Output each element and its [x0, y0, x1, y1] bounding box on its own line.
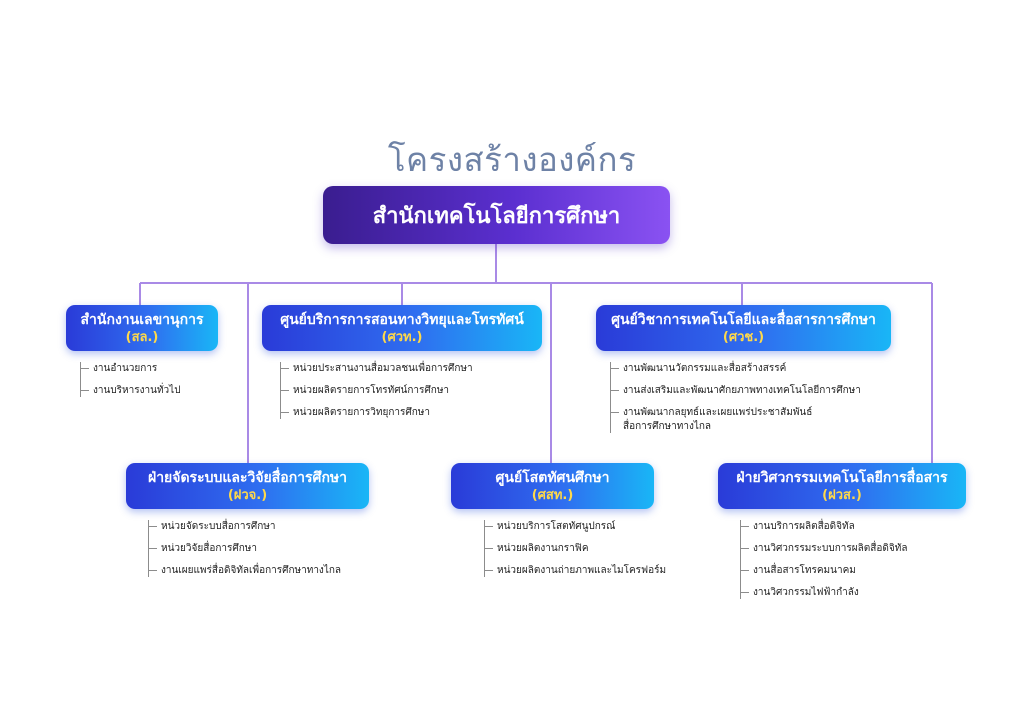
- list-item: หน่วยผลิตงานถ่ายภาพและไมโครฟอร์ม: [485, 564, 666, 577]
- list-item: หน่วยวิจัยสื่อการศึกษา: [149, 542, 341, 555]
- unit-items-academic-tech: งานพัฒนานวัตกรรมและสื่อสร้างสรรค์ งานส่ง…: [610, 362, 861, 433]
- list-item: งานพัฒนากลยุทธ์และเผยแพร่ประชาสัมพันธ์: [611, 406, 861, 419]
- list-item: หน่วยประสานงานสื่อมวลชนเพื่อการศึกษา: [281, 362, 473, 375]
- list-item: งานบริหารงานทั่วไป: [81, 384, 181, 397]
- unit-abbr: (ฝวจ.): [227, 487, 268, 503]
- list-item: งานอำนวยการ: [81, 362, 181, 375]
- unit-abbr: (ศสท.): [531, 487, 574, 503]
- unit-abbr: (ศวช.): [722, 329, 765, 345]
- unit-abbr: (ศวท.): [381, 329, 423, 345]
- unit-name: ฝ่ายจัดระบบและวิจัยสื่อการศึกษา: [147, 469, 348, 486]
- unit-name: สำนักงานเลขานุการ: [80, 311, 204, 328]
- unit-name: ฝ่ายวิศวกรรมเทคโนโลยีการสื่อสาร: [736, 469, 948, 486]
- unit-items-audiovisual: หน่วยบริการโสตทัศนูปกรณ์ หน่วยผลิตงานกรา…: [484, 520, 666, 577]
- list-item: งานพัฒนานวัตกรรมและสื่อสร้างสรรค์: [611, 362, 861, 375]
- list-item: หน่วยบริการโสตทัศนูปกรณ์: [485, 520, 666, 533]
- list-item: หน่วยผลิตรายการโทรทัศน์การศึกษา: [281, 384, 473, 397]
- unit-abbr: (ฝวส.): [822, 487, 862, 503]
- list-item: งานส่งเสริมและพัฒนาศักยภาพทางเทคโนโลยีกา…: [611, 384, 861, 397]
- unit-name: ศูนย์วิชาการเทคโนโลยีและสื่อสารการศึกษา: [611, 311, 876, 328]
- list-item: หน่วยจัดระบบสื่อการศึกษา: [149, 520, 341, 533]
- unit-name: ศูนย์โสตทัศนศึกษา: [495, 469, 610, 486]
- list-item: งานบริการผลิตสื่อดิจิทัล: [741, 520, 907, 533]
- list-item: งานเผยแพร่สื่อดิจิทัลเพื่อการศึกษาทางไกล: [149, 564, 341, 577]
- unit-name: ศูนย์บริการการสอนทางวิทยุและโทรทัศน์: [280, 311, 524, 328]
- unit-items-comm-engineering: งานบริการผลิตสื่อดิจิทัล งานวิศวกรรมระบบ…: [740, 520, 907, 599]
- root-unit-box: สำนักเทคโนโลยีการศึกษา: [323, 186, 670, 244]
- list-item-continuation: สื่อการศึกษาทางไกล: [623, 421, 712, 432]
- unit-box-comm-engineering: ฝ่ายวิศวกรรมเทคโนโลยีการสื่อสาร (ฝวส.): [718, 463, 966, 509]
- list-item: งานวิศวกรรมไฟฟ้ากำลัง: [741, 586, 907, 599]
- unit-box-academic-tech: ศูนย์วิชาการเทคโนโลยีและสื่อสารการศึกษา …: [596, 305, 891, 351]
- unit-items-media-research: หน่วยจัดระบบสื่อการศึกษา หน่วยวิจัยสื่อก…: [148, 520, 341, 577]
- list-item: งานสื่อสารโทรคมนาคม: [741, 564, 907, 577]
- page-title: โครงสร้างองค์กร: [387, 140, 637, 179]
- list-item: งานวิศวกรรมระบบการผลิตสื่อดิจิทัล: [741, 542, 907, 555]
- unit-box-radio-tv: ศูนย์บริการการสอนทางวิทยุและโทรทัศน์ (ศว…: [262, 305, 542, 351]
- unit-items-radio-tv: หน่วยประสานงานสื่อมวลชนเพื่อการศึกษา หน่…: [280, 362, 473, 419]
- unit-items-secretary: งานอำนวยการ งานบริหารงานทั่วไป: [80, 362, 181, 397]
- list-item: หน่วยผลิตรายการวิทยุการศึกษา: [281, 406, 473, 419]
- unit-box-secretary: สำนักงานเลขานุการ (สล.): [66, 305, 218, 351]
- unit-box-audiovisual: ศูนย์โสตทัศนศึกษา (ศสท.): [451, 463, 654, 509]
- unit-abbr: (สล.): [125, 329, 159, 345]
- list-item: หน่วยผลิตงานกราฟิค: [485, 542, 666, 555]
- unit-box-media-research: ฝ่ายจัดระบบและวิจัยสื่อการศึกษา (ฝวจ.): [126, 463, 369, 509]
